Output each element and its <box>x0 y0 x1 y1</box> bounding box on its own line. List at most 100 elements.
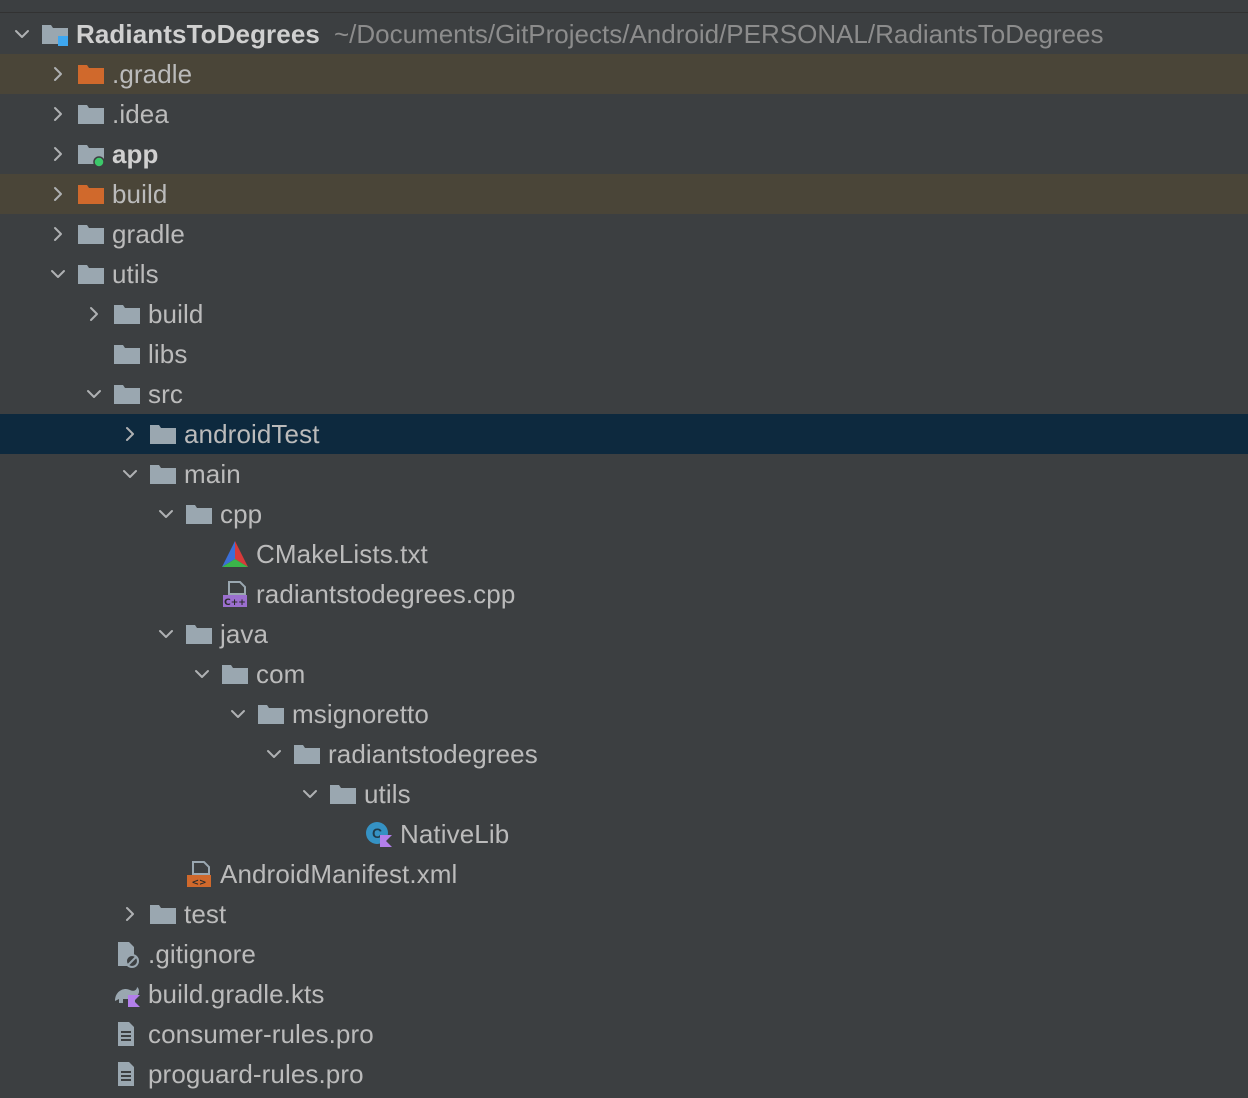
folder-icon <box>184 614 214 654</box>
cmake-icon <box>220 534 250 574</box>
tree-item-label: com <box>256 658 306 689</box>
text-file-icon <box>112 1054 142 1094</box>
tree-row[interactable]: radiantstodegrees <box>0 734 1248 774</box>
chevron-right-icon[interactable] <box>40 54 76 94</box>
tree-row[interactable]: main <box>0 454 1248 494</box>
folder-icon <box>112 374 142 414</box>
tree-item-label: consumer-rules.pro <box>148 1018 374 1049</box>
project-root-row[interactable]: RadiantsToDegrees ~/Documents/GitProject… <box>0 14 1248 54</box>
tree-item-label: androidTest <box>184 418 320 449</box>
tree-indent-spacer <box>184 574 220 614</box>
tree-item-label: build <box>148 298 204 329</box>
tree-item-label: java <box>220 618 269 649</box>
chevron-down-icon[interactable] <box>40 254 76 294</box>
tree-row[interactable]: cpp <box>0 494 1248 534</box>
ignore-file-icon <box>112 934 142 974</box>
excluded-folder-icon <box>76 174 106 214</box>
project-name: RadiantsToDegrees <box>76 18 320 49</box>
tree-item-label: build <box>112 178 168 209</box>
tree-row[interactable]: build <box>0 174 1248 214</box>
tree-item-label: gradle <box>112 218 185 249</box>
tree-item-label: NativeLib <box>400 818 510 849</box>
chevron-down-icon[interactable] <box>112 454 148 494</box>
xml-file-icon: <> <box>184 854 214 894</box>
folder-icon <box>220 654 250 694</box>
tree-item-label: radiantstodegrees.cpp <box>256 578 516 609</box>
tree-indent-spacer <box>184 534 220 574</box>
tree-row[interactable]: C++ radiantstodegrees.cpp <box>0 574 1248 614</box>
tree-row[interactable]: gradle <box>0 214 1248 254</box>
chevron-down-icon[interactable] <box>256 734 292 774</box>
chevron-right-icon[interactable] <box>76 294 112 334</box>
tree-row[interactable]: consumer-rules.pro <box>0 1014 1248 1054</box>
project-tree[interactable]: RadiantsToDegrees ~/Documents/GitProject… <box>0 14 1248 1094</box>
tree-indent-spacer <box>148 854 184 894</box>
tree-indent-spacer <box>328 814 364 854</box>
chevron-down-icon[interactable] <box>220 694 256 734</box>
text-file-icon <box>112 1014 142 1054</box>
tree-item-label: utils <box>364 778 411 809</box>
tree-row[interactable]: build.gradle.kts <box>0 974 1248 1014</box>
tree-item-label: utils <box>112 258 159 289</box>
module-folder-icon <box>76 134 106 174</box>
tree-row[interactable]: src <box>0 374 1248 414</box>
tree-row[interactable]: androidTest <box>0 414 1248 454</box>
chevron-down-icon[interactable] <box>184 654 220 694</box>
tree-row[interactable]: utils <box>0 774 1248 814</box>
folder-icon <box>184 494 214 534</box>
tree-row[interactable]: .gitignore <box>0 934 1248 974</box>
chevron-right-icon[interactable] <box>40 134 76 174</box>
chevron-down-icon[interactable] <box>4 14 40 54</box>
kotlin-class-icon: C <box>364 814 394 854</box>
file-type-badge: C++ <box>224 598 246 608</box>
folder-icon <box>112 334 142 374</box>
tree-row[interactable]: java <box>0 614 1248 654</box>
tree-row[interactable]: .gradle <box>0 54 1248 94</box>
tree-row[interactable]: proguard-rules.pro <box>0 1054 1248 1094</box>
folder-icon <box>76 94 106 134</box>
tree-item-label: cpp <box>220 498 263 529</box>
folder-icon <box>148 414 178 454</box>
tree-item-label: test <box>184 898 227 929</box>
excluded-folder-icon <box>76 54 106 94</box>
tree-item-label: src <box>148 378 183 409</box>
tree-row[interactable]: msignoretto <box>0 694 1248 734</box>
folder-icon <box>76 214 106 254</box>
chevron-right-icon[interactable] <box>40 94 76 134</box>
cpp-file-icon: C++ <box>220 574 250 614</box>
folder-icon <box>328 774 358 814</box>
tree-indent-spacer <box>76 934 112 974</box>
gradle-kts-icon <box>112 974 142 1014</box>
tree-item-label: .gitignore <box>148 938 256 969</box>
chevron-right-icon[interactable] <box>40 214 76 254</box>
tree-item-label: msignoretto <box>292 698 429 729</box>
tree-item-label: CMakeLists.txt <box>256 538 428 569</box>
tree-item-label: main <box>184 458 241 489</box>
chevron-right-icon[interactable] <box>112 414 148 454</box>
tree-row[interactable]: test <box>0 894 1248 934</box>
tree-row[interactable]: .idea <box>0 94 1248 134</box>
chevron-down-icon[interactable] <box>148 494 184 534</box>
tree-row[interactable]: libs <box>0 334 1248 374</box>
chevron-right-icon[interactable] <box>40 174 76 214</box>
svg-text:C: C <box>372 825 382 841</box>
chevron-down-icon[interactable] <box>76 374 112 414</box>
tree-indent-spacer <box>76 1054 112 1094</box>
chevron-down-icon[interactable] <box>292 774 328 814</box>
tree-row[interactable]: <>AndroidManifest.xml <box>0 854 1248 894</box>
tree-row[interactable]: build <box>0 294 1248 334</box>
chevron-down-icon[interactable] <box>148 614 184 654</box>
tree-indent-spacer <box>76 1014 112 1054</box>
tree-row[interactable]: C NativeLib <box>0 814 1248 854</box>
tree-item-label: libs <box>148 338 188 369</box>
folder-icon <box>148 454 178 494</box>
project-folder-icon <box>40 14 70 54</box>
tree-row[interactable]: com <box>0 654 1248 694</box>
folder-icon <box>148 894 178 934</box>
folder-icon <box>256 694 286 734</box>
chevron-right-icon[interactable] <box>112 894 148 934</box>
tree-row[interactable]: CMakeLists.txt <box>0 534 1248 574</box>
tree-row[interactable]: utils <box>0 254 1248 294</box>
tree-item-label: build.gradle.kts <box>148 978 325 1009</box>
tree-row[interactable]: app <box>0 134 1248 174</box>
